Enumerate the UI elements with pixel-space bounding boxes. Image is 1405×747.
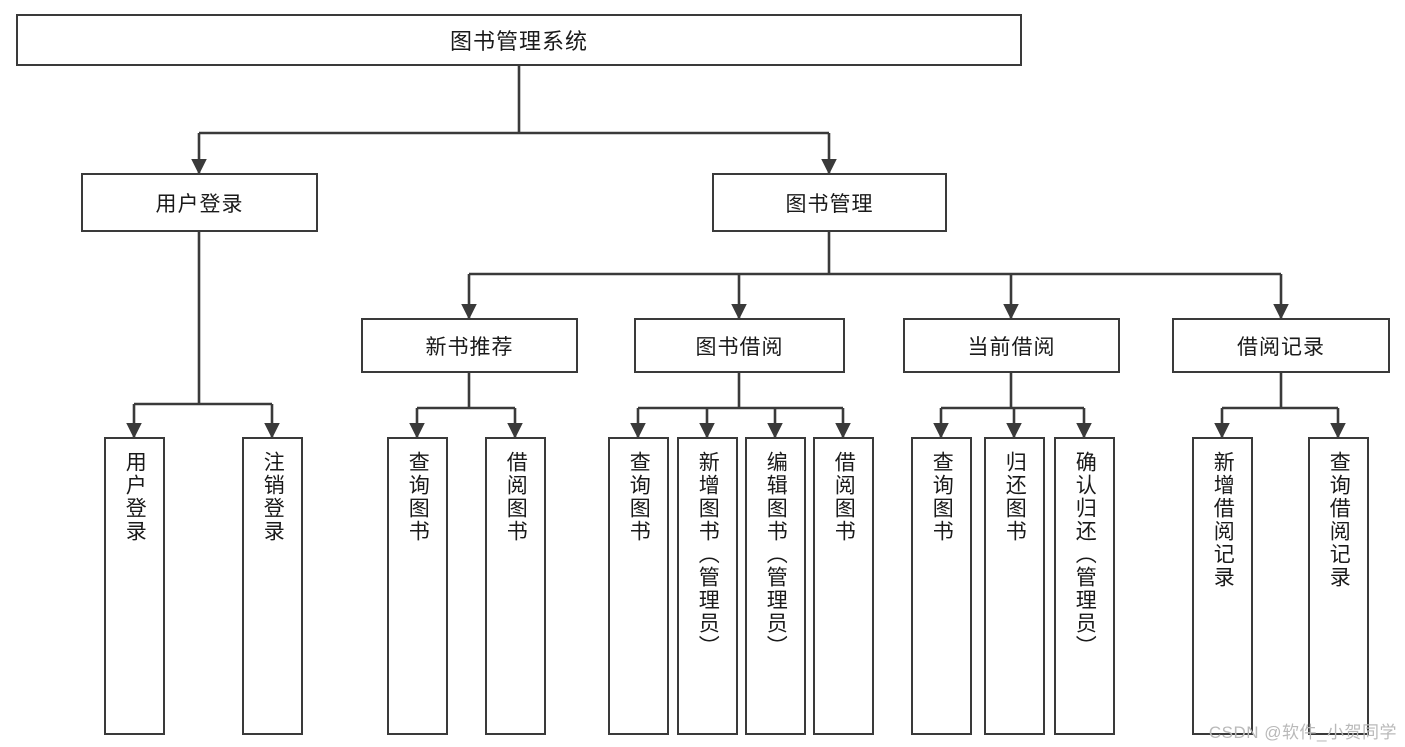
node-label: 查询图书 <box>627 451 651 543</box>
leaf-node-leaf-query-book-2[interactable]: 查询图书 <box>608 437 669 735</box>
node-label: 新书推荐 <box>425 335 514 359</box>
leaf-node-leaf-borrow-book-1[interactable]: 借阅图书 <box>485 437 546 735</box>
leaf-node-leaf-edit-book[interactable]: 编辑图书（管理员） <box>745 437 806 735</box>
node-label: 查询图书 <box>406 451 430 543</box>
level2-node-user-login[interactable]: 用户登录 <box>81 173 318 232</box>
node-label: 图书管理 <box>785 192 874 216</box>
watermark-text: CSDN @软件_小贺同学 <box>1208 723 1397 742</box>
leaf-node-leaf-user-login[interactable]: 用户登录 <box>104 437 165 735</box>
node-label: 借阅图书 <box>832 451 856 543</box>
node-label: 用户登录 <box>155 192 244 216</box>
level2-node-book-manage[interactable]: 图书管理 <box>712 173 947 232</box>
node-label: 查询借阅记录 <box>1327 451 1351 589</box>
node-label: 新增图书（管理员） <box>696 451 720 658</box>
leaf-node-leaf-return-book[interactable]: 归还图书 <box>984 437 1045 735</box>
node-label: 借阅记录 <box>1237 335 1325 359</box>
node-label: 归还图书 <box>1003 451 1027 543</box>
node-label: 当前借阅 <box>967 335 1056 359</box>
leaf-node-leaf-add-record[interactable]: 新增借阅记录 <box>1192 437 1253 735</box>
node-label: 编辑图书（管理员） <box>764 451 788 658</box>
leaf-node-leaf-query-book-1[interactable]: 查询图书 <box>387 437 448 735</box>
level3-node-borrow-record[interactable]: 借阅记录 <box>1172 318 1390 373</box>
node-label: 新增借阅记录 <box>1211 451 1235 589</box>
node-label: 查询图书 <box>930 451 954 543</box>
leaf-node-leaf-query-book-3[interactable]: 查询图书 <box>911 437 972 735</box>
node-label: 注销登录 <box>261 451 285 543</box>
node-label: 确认归还（管理员） <box>1073 451 1097 658</box>
level3-node-new-book-recommend[interactable]: 新书推荐 <box>361 318 578 373</box>
leaf-node-leaf-add-book[interactable]: 新增图书（管理员） <box>677 437 738 735</box>
node-label: 借阅图书 <box>504 451 528 543</box>
node-label: 图书管理系统 <box>449 29 588 54</box>
leaf-node-leaf-query-record[interactable]: 查询借阅记录 <box>1308 437 1369 735</box>
leaf-node-leaf-logout[interactable]: 注销登录 <box>242 437 303 735</box>
leaf-node-leaf-borrow-book-2[interactable]: 借阅图书 <box>813 437 874 735</box>
level3-node-book-borrow[interactable]: 图书借阅 <box>634 318 845 373</box>
level3-node-current-borrow[interactable]: 当前借阅 <box>903 318 1120 373</box>
node-label: 用户登录 <box>123 451 147 543</box>
node-label: 图书借阅 <box>695 335 784 359</box>
root-node[interactable]: 图书管理系统 <box>16 14 1022 66</box>
leaf-node-leaf-confirm-return[interactable]: 确认归还（管理员） <box>1054 437 1115 735</box>
